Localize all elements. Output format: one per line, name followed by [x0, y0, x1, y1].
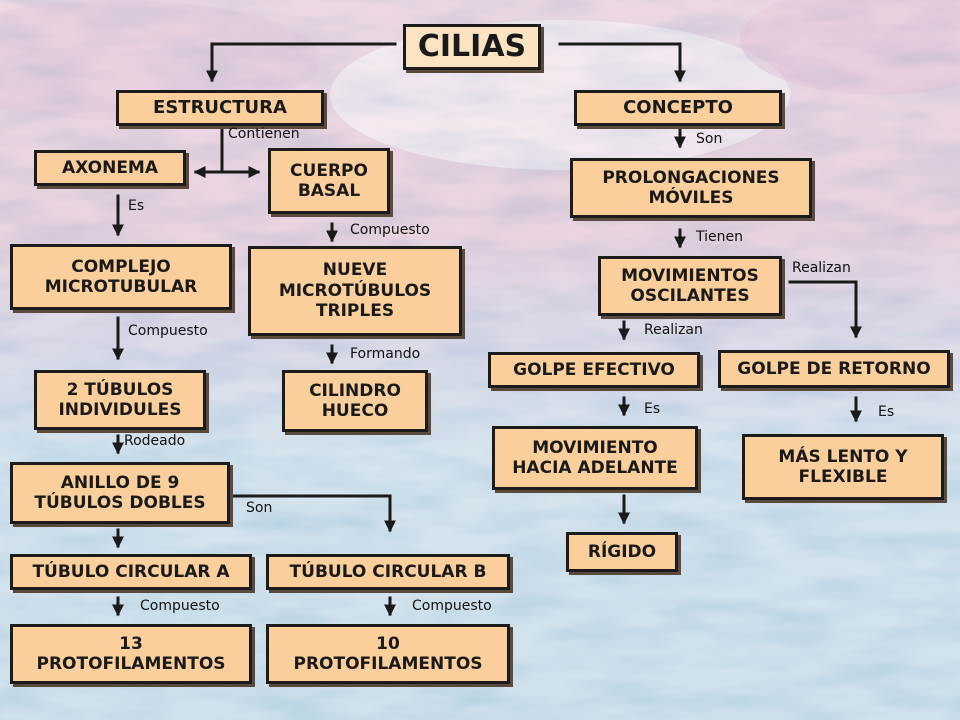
- label-son-anillo: Son: [246, 500, 273, 516]
- node-cilias: CILIAS: [403, 24, 541, 70]
- node-concepto: CONCEPTO: [574, 90, 782, 126]
- node-prolongaciones-moviles: PROLONGACIONES MÓVILES: [570, 158, 812, 218]
- label-formando: Formando: [350, 346, 421, 362]
- label-contienen: Contienen: [228, 126, 300, 142]
- node-rigido: RÍGIDO: [566, 532, 678, 572]
- label-son-concepto: Son: [696, 131, 723, 147]
- label-compuesto-complejo: Compuesto: [128, 323, 208, 339]
- node-anillo-9-tubulos-dobles: ANILLO DE 9 TÚBULOS DOBLES: [10, 462, 230, 524]
- node-13-protofilamentos: 13 PROTOFILAMENTOS: [10, 624, 252, 684]
- node-movimientos-oscilantes: MOVIMIENTOS OSCILANTES: [598, 256, 782, 316]
- label-rodeado: Rodeado: [124, 433, 186, 449]
- label-es-efectivo: Es: [644, 401, 661, 417]
- node-axonema: AXONEMA: [34, 150, 186, 186]
- label-realizan-down: Realizan: [644, 322, 703, 338]
- node-tubulo-circular-a: TÚBULO CIRCULAR A: [10, 554, 252, 590]
- node-golpe-efectivo: GOLPE EFECTIVO: [488, 352, 700, 388]
- node-movimiento-hacia-adelante: MOVIMIENTO HACIA ADELANTE: [492, 426, 698, 490]
- label-es-retorno: Es: [878, 404, 895, 420]
- node-complejo-microtubular: COMPLEJO MICROTUBULAR: [10, 244, 232, 310]
- label-compuesto-a: Compuesto: [140, 598, 220, 614]
- node-10-protofilamentos: 10 PROTOFILAMENTOS: [266, 624, 510, 684]
- label-compuesto-b: Compuesto: [412, 598, 492, 614]
- node-estructura: ESTRUCTURA: [116, 90, 324, 126]
- node-golpe-de-retorno: GOLPE DE RETORNO: [718, 350, 950, 388]
- label-tienen: Tienen: [696, 229, 743, 245]
- label-realizan-right: Realizan: [792, 260, 851, 276]
- node-tubulo-circular-b: TÚBULO CIRCULAR B: [266, 554, 510, 590]
- node-nueve-microtubulos-triples: NUEVE MICROTÚBULOS TRIPLES: [248, 246, 462, 336]
- node-mas-lento-y-flexible: MÁS LENTO Y FLEXIBLE: [742, 434, 944, 500]
- label-compuesto-cuerpo: Compuesto: [350, 222, 430, 238]
- label-es-axonema: Es: [128, 198, 145, 214]
- node-cilindro-hueco: CILINDRO HUECO: [282, 370, 428, 432]
- node-cuerpo-basal: CUERPO BASAL: [268, 148, 390, 214]
- node-2-tubulos-individules: 2 TÚBULOS INDIVIDULES: [34, 370, 206, 430]
